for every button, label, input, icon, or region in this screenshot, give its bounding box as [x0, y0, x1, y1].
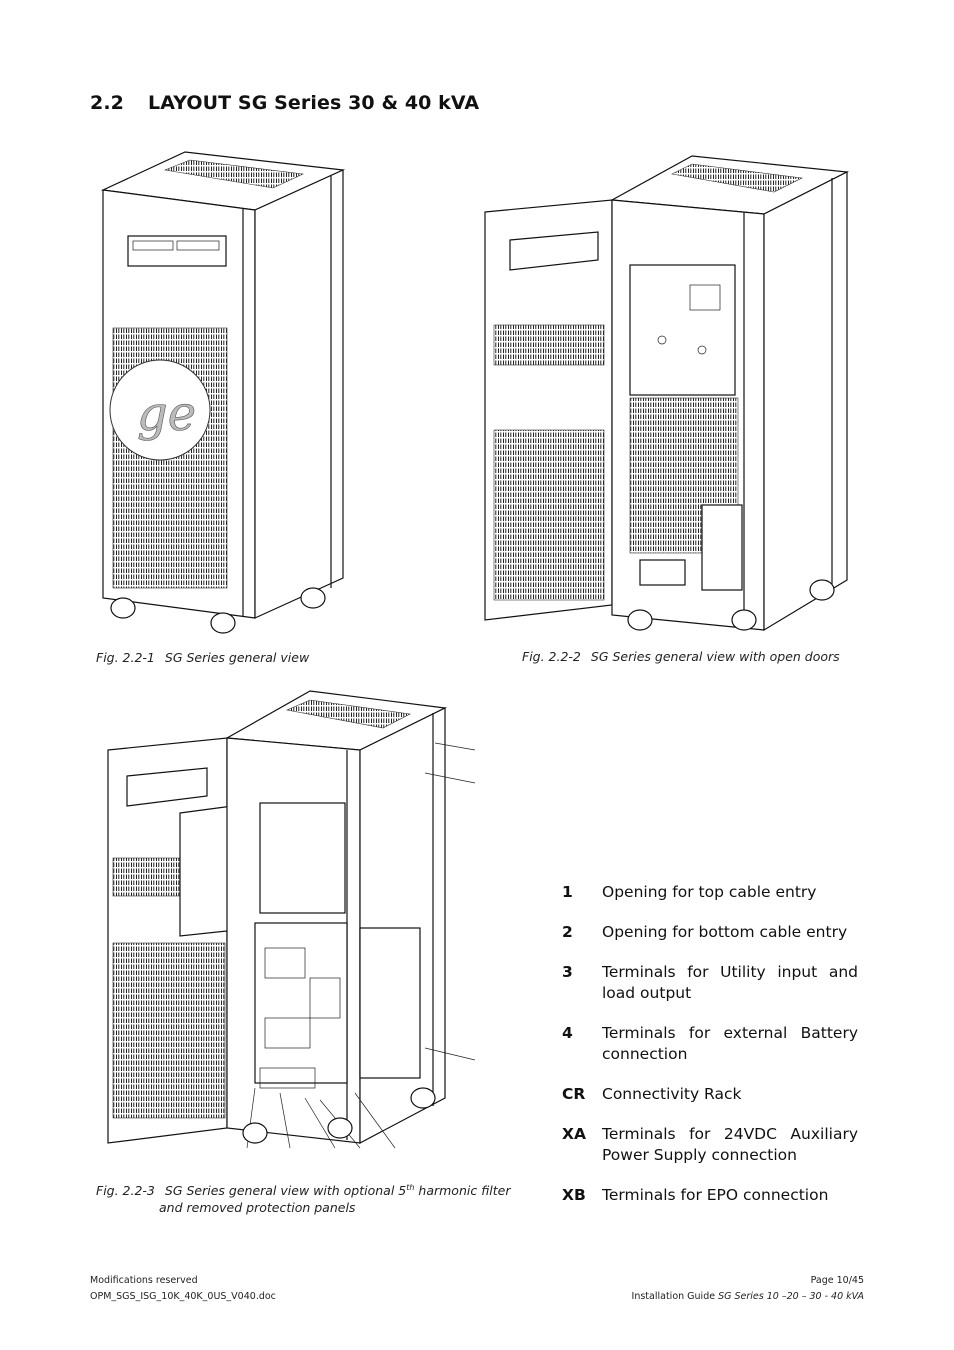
legend-item: 3 Terminals for Utility input and load o… [562, 963, 858, 1002]
legend-item: CR Connectivity Rack [562, 1085, 742, 1103]
footer-left: Modifications reserved OPM_SGS_ISG_10K_4… [90, 1275, 276, 1302]
section-title: LAYOUT SG Series 30 & 40 kVA [148, 92, 480, 114]
figure-closed-cabinet: ge [100, 151, 346, 634]
figure-internal-view [107, 690, 476, 1149]
svg-text:ge: ge [137, 386, 196, 442]
figure-open-doors [484, 155, 850, 632]
section-heading: 2.2 LAYOUT SG Series 30 & 40 kVA [90, 92, 479, 114]
component-legend: 1 Opening for top cable entry 2 Opening … [562, 882, 858, 1225]
section-number: 2.2 [90, 92, 124, 114]
legend-item: 1 Opening for top cable entry [562, 883, 817, 901]
legend-item: 4 Terminals for external Battery connect… [562, 1024, 858, 1063]
legend-item: XA Terminals for 24VDC Auxiliary Power S… [562, 1125, 858, 1164]
legend-item: XB Terminals for EPO connection [562, 1186, 829, 1204]
footer-right: Page 10/45 Installation Guide SG Series … [631, 1275, 864, 1302]
legend-item: 2 Opening for bottom cable entry [562, 923, 848, 941]
